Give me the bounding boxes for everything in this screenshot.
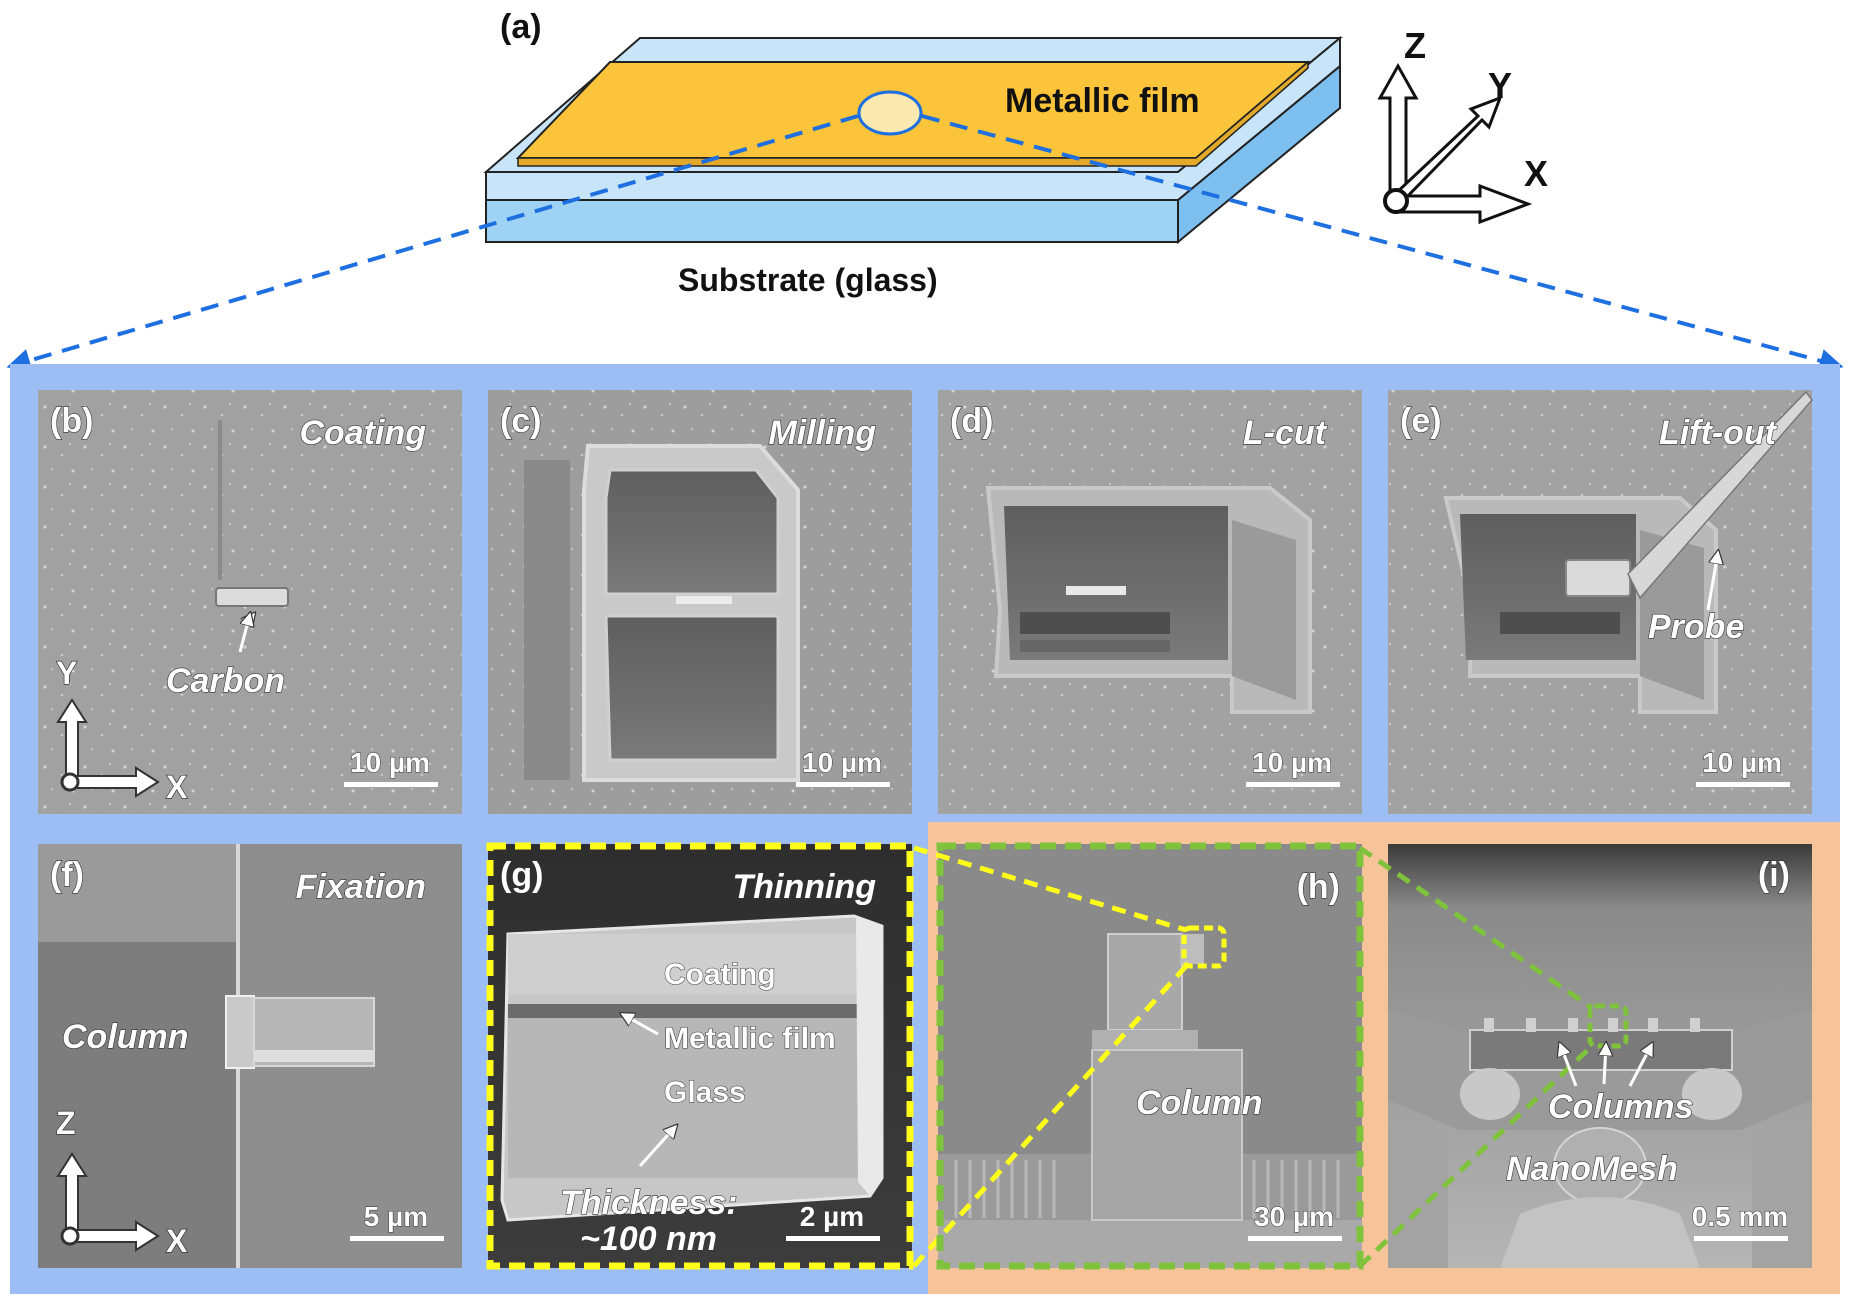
panel-d-step: L-cut <box>1243 414 1328 452</box>
panel-b: (b) Coating Carbon Y X 10 µm <box>38 390 462 814</box>
panel-i-zoom-box <box>1587 1003 1629 1049</box>
panel-b-scale: 10 µm <box>350 747 430 778</box>
y-axis-arrow <box>1390 95 1503 207</box>
panel-g-layer-coating: Coating <box>664 958 776 991</box>
panel-g-thickness-2: ~100 nm <box>580 1220 717 1258</box>
panel-f-scale: 5 µm <box>364 1201 428 1232</box>
panel-g-layer-glass: Glass <box>664 1076 746 1109</box>
panel-h-green-frame <box>936 842 1364 1270</box>
panel-g-scale: 2 µm <box>800 1201 864 1232</box>
panel-d: (d) L-cut 10 µm <box>938 390 1362 814</box>
panel-b-step: Coating <box>299 414 426 452</box>
projection-line-left <box>6 114 859 373</box>
panel-f-z-arrow <box>56 1152 88 1235</box>
substrate-top-strip <box>485 35 1341 201</box>
substrate-label: Substrate (glass) <box>678 262 938 298</box>
panel-e-step: Lift-out <box>1659 414 1778 452</box>
panel-i: (i) Columns NanoMesh 0.5 mm <box>1358 844 1812 1268</box>
zoom-line-h-top <box>1358 845 1594 1011</box>
panel-i-note2: NanoMesh <box>1506 1150 1678 1188</box>
axis-origin <box>1383 188 1409 214</box>
panel-i-scale: 0.5 mm <box>1692 1201 1789 1232</box>
schematic-a: (a) Metallic film Substrate (glass) Z Y … <box>6 8 1844 373</box>
panel-f-label: (f) <box>50 856 84 894</box>
panel-c-scale: 10 µm <box>802 747 882 778</box>
metallic-film-label: Metallic film <box>1005 82 1200 120</box>
panel-h: (h) Column 30 µm <box>912 842 1364 1270</box>
panel-b-y-arrow <box>56 698 88 781</box>
panel-h-note: Column <box>1136 1084 1263 1122</box>
panel-g-label: (g) <box>500 856 543 894</box>
panel-c-step: Milling <box>768 414 876 452</box>
label-a: (a) <box>500 8 542 46</box>
panel-e-note: Probe <box>1648 608 1744 646</box>
panel-e-scale: 10 µm <box>1702 747 1782 778</box>
axis-z-label: Z <box>1404 25 1426 66</box>
panel-g-layer-film: Metallic film <box>664 1022 836 1055</box>
z-axis-arrow <box>1377 62 1419 192</box>
panel-f-x-arrow <box>69 1220 160 1252</box>
panel-b-axis-x: X <box>166 769 188 805</box>
axis-y-label: Y <box>1488 65 1512 106</box>
panel-f-note: Column <box>62 1018 189 1056</box>
panel-e-label: (e) <box>1400 402 1442 440</box>
focus-region <box>857 90 923 136</box>
panel-h-scale: 30 µm <box>1254 1201 1334 1232</box>
panel-g: (g) Thinning Coating Metallic film Glass… <box>486 842 914 1270</box>
panel-f: (f) Fixation Column Z X 5 µm <box>38 844 462 1268</box>
panel-h-zoom-box <box>1181 925 1227 969</box>
substrate-front-face <box>485 199 1179 243</box>
panel-i-note: Columns <box>1548 1088 1693 1126</box>
zoom-line-g-top <box>913 845 1187 933</box>
panel-g-thickness-1: Thickness: <box>560 1184 738 1222</box>
panel-f-axis-x: X <box>166 1223 188 1259</box>
panel-d-label: (d) <box>950 402 993 440</box>
panel-d-scale: 10 µm <box>1252 747 1332 778</box>
panel-b-note: Carbon <box>166 662 285 700</box>
panel-e: (e) Lift-out Probe 10 µm <box>1388 390 1813 814</box>
panel-i-label: (i) <box>1758 856 1790 894</box>
axis-x-label: X <box>1524 153 1548 194</box>
zoom-line-h-bottom <box>1358 1042 1596 1268</box>
panel-h-label: (h) <box>1297 868 1340 906</box>
panel-i-columns <box>1484 1018 1700 1032</box>
panel-b-axis-y: Y <box>56 655 77 691</box>
x-axis-arrow <box>1396 183 1533 225</box>
panel-c-label: (c) <box>500 402 542 440</box>
panel-f-step: Fixation <box>296 868 426 906</box>
axis-triad: Z Y X <box>1377 25 1548 225</box>
panel-c: (c) Milling 10 µm <box>488 390 912 814</box>
panel-b-label: (b) <box>50 402 93 440</box>
panel-g-step: Thinning <box>732 868 876 906</box>
panel-f-axis-z: Z <box>56 1105 76 1141</box>
metallic-film-edge <box>517 60 1309 167</box>
panel-b-x-arrow <box>69 766 160 798</box>
projection-line-right <box>921 114 1844 373</box>
panel-g-yellow-frame <box>486 842 914 1270</box>
